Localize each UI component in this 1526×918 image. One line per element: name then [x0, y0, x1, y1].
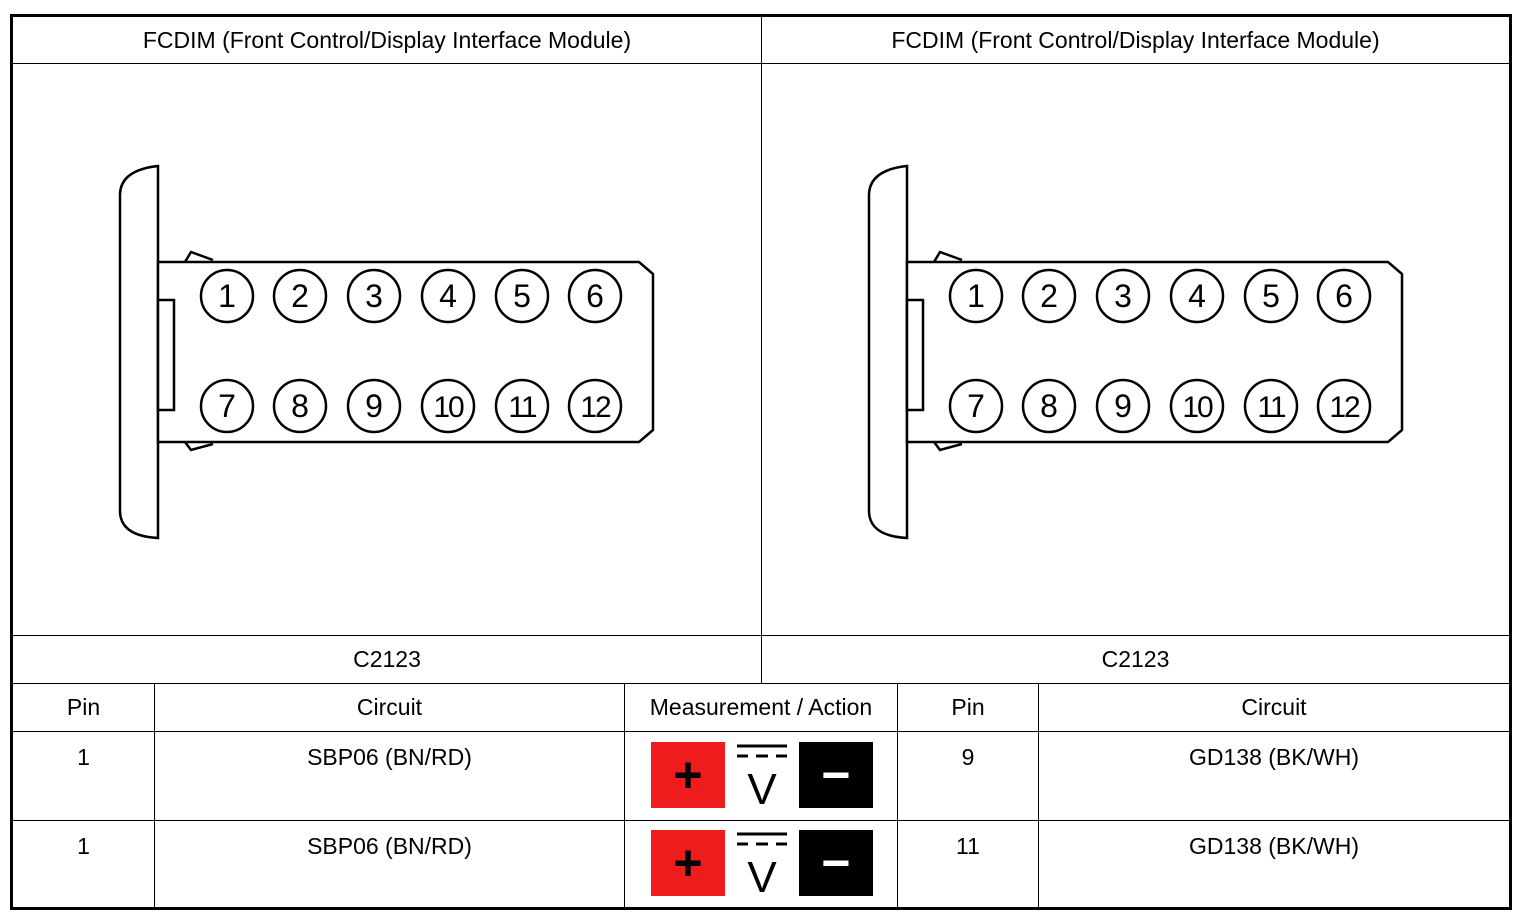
connector-id: C2123 — [353, 646, 421, 672]
divider — [13, 683, 1509, 684]
latch-tab — [932, 250, 963, 263]
dc-voltage-icon: V — [737, 744, 787, 808]
pin-label: 7 — [218, 388, 236, 424]
header-pin: Pin — [66, 694, 101, 720]
pin-11: 11 — [1243, 378, 1299, 434]
positive-probe-icon: + — [651, 830, 725, 896]
pin-label: 2 — [1040, 278, 1058, 314]
pin-3: 3 — [1095, 268, 1151, 324]
connector-flange — [118, 164, 160, 540]
pin-label: 4 — [439, 278, 457, 314]
latch-tab — [933, 441, 963, 452]
volt-label: V — [747, 853, 777, 896]
pin-4: 4 — [1169, 268, 1225, 324]
negative-probe-icon: − — [799, 830, 873, 896]
divider — [761, 17, 762, 684]
dc-voltage-icon: V — [737, 832, 787, 896]
pin-label: 1 — [967, 278, 985, 314]
table-row-circuit: SBP06 (BN/RD) — [307, 833, 472, 859]
measurement-action: + V − — [651, 830, 873, 896]
pin-6: 6 — [1316, 268, 1372, 324]
pin-9: 9 — [346, 378, 402, 434]
pin-label: 7 — [967, 388, 985, 424]
pin-8: 8 — [1021, 378, 1077, 434]
divider — [624, 684, 625, 907]
pin-2: 2 — [272, 268, 328, 324]
table-row-circuit: GD138 (BK/WH) — [1189, 744, 1359, 770]
header-measurement: Measurement / Action — [649, 694, 873, 720]
connector-latch — [905, 298, 925, 412]
table-row-pin: 9 — [961, 744, 975, 770]
pin-label: 9 — [1114, 388, 1132, 424]
pin-label: 5 — [1262, 278, 1280, 314]
pin-label: 12 — [1329, 391, 1360, 424]
connector-id: C2123 — [1101, 646, 1170, 672]
pin-label: 8 — [291, 388, 309, 424]
pin-12: 12 — [1316, 378, 1372, 434]
pin-label: 9 — [365, 388, 383, 424]
pin-9: 9 — [1095, 378, 1151, 434]
pin-8: 8 — [272, 378, 328, 434]
pin-6: 6 — [567, 268, 623, 324]
pin-label: 6 — [1335, 278, 1353, 314]
pin-7: 7 — [199, 378, 255, 434]
divider — [897, 684, 898, 907]
table-row-circuit: SBP06 (BN/RD) — [307, 744, 472, 770]
header-circuit: Circuit — [356, 694, 423, 720]
pin-4: 4 — [420, 268, 476, 324]
pin-label: 1 — [218, 278, 236, 314]
connector-title: FCDIM (Front Control/Display Interface M… — [891, 26, 1380, 53]
pin-label: 11 — [508, 391, 536, 424]
pin-label: 10 — [1182, 391, 1213, 424]
divider — [13, 63, 1509, 64]
header-circuit: Circuit — [1241, 694, 1307, 720]
connector-latch — [156, 298, 176, 412]
pin-10: 10 — [1169, 378, 1225, 434]
pin-7: 7 — [948, 378, 1004, 434]
table-row-pin: 11 — [956, 833, 980, 859]
pin-1: 1 — [199, 268, 255, 324]
pin-label: 11 — [1257, 391, 1285, 424]
pin-label: 10 — [433, 391, 464, 424]
pin-label: 6 — [586, 278, 604, 314]
connector-title: FCDIM (Front Control/Display Interface M… — [142, 26, 632, 53]
pin-1: 1 — [948, 268, 1004, 324]
divider — [1038, 684, 1039, 907]
pin-label: 5 — [513, 278, 531, 314]
divider — [13, 820, 1509, 821]
pin-3: 3 — [346, 268, 402, 324]
pin-label: 3 — [365, 278, 383, 314]
table-row-circuit: GD138 (BK/WH) — [1189, 833, 1359, 859]
latch-tab — [184, 441, 214, 452]
volt-label: V — [747, 765, 777, 808]
pin-label: 12 — [580, 391, 611, 424]
header-pin: Pin — [951, 694, 985, 720]
measurement-action: + V − — [651, 742, 873, 808]
pin-label: 4 — [1188, 278, 1206, 314]
pinout-table — [10, 14, 1512, 910]
pin-label: 3 — [1114, 278, 1132, 314]
pin-label: 8 — [1040, 388, 1058, 424]
negative-probe-icon: − — [799, 742, 873, 808]
divider — [154, 684, 155, 907]
table-row-pin: 1 — [77, 833, 90, 859]
pin-12: 12 — [567, 378, 623, 434]
latch-tab — [183, 250, 214, 263]
pin-2: 2 — [1021, 268, 1077, 324]
divider — [13, 635, 1509, 636]
pin-5: 5 — [494, 268, 550, 324]
pin-10: 10 — [420, 378, 476, 434]
table-row-pin: 1 — [77, 744, 90, 770]
divider — [13, 731, 1509, 732]
pin-11: 11 — [494, 378, 550, 434]
connector-flange — [867, 164, 909, 540]
pin-5: 5 — [1243, 268, 1299, 324]
positive-probe-icon: + — [651, 742, 725, 808]
pin-label: 2 — [291, 278, 309, 314]
